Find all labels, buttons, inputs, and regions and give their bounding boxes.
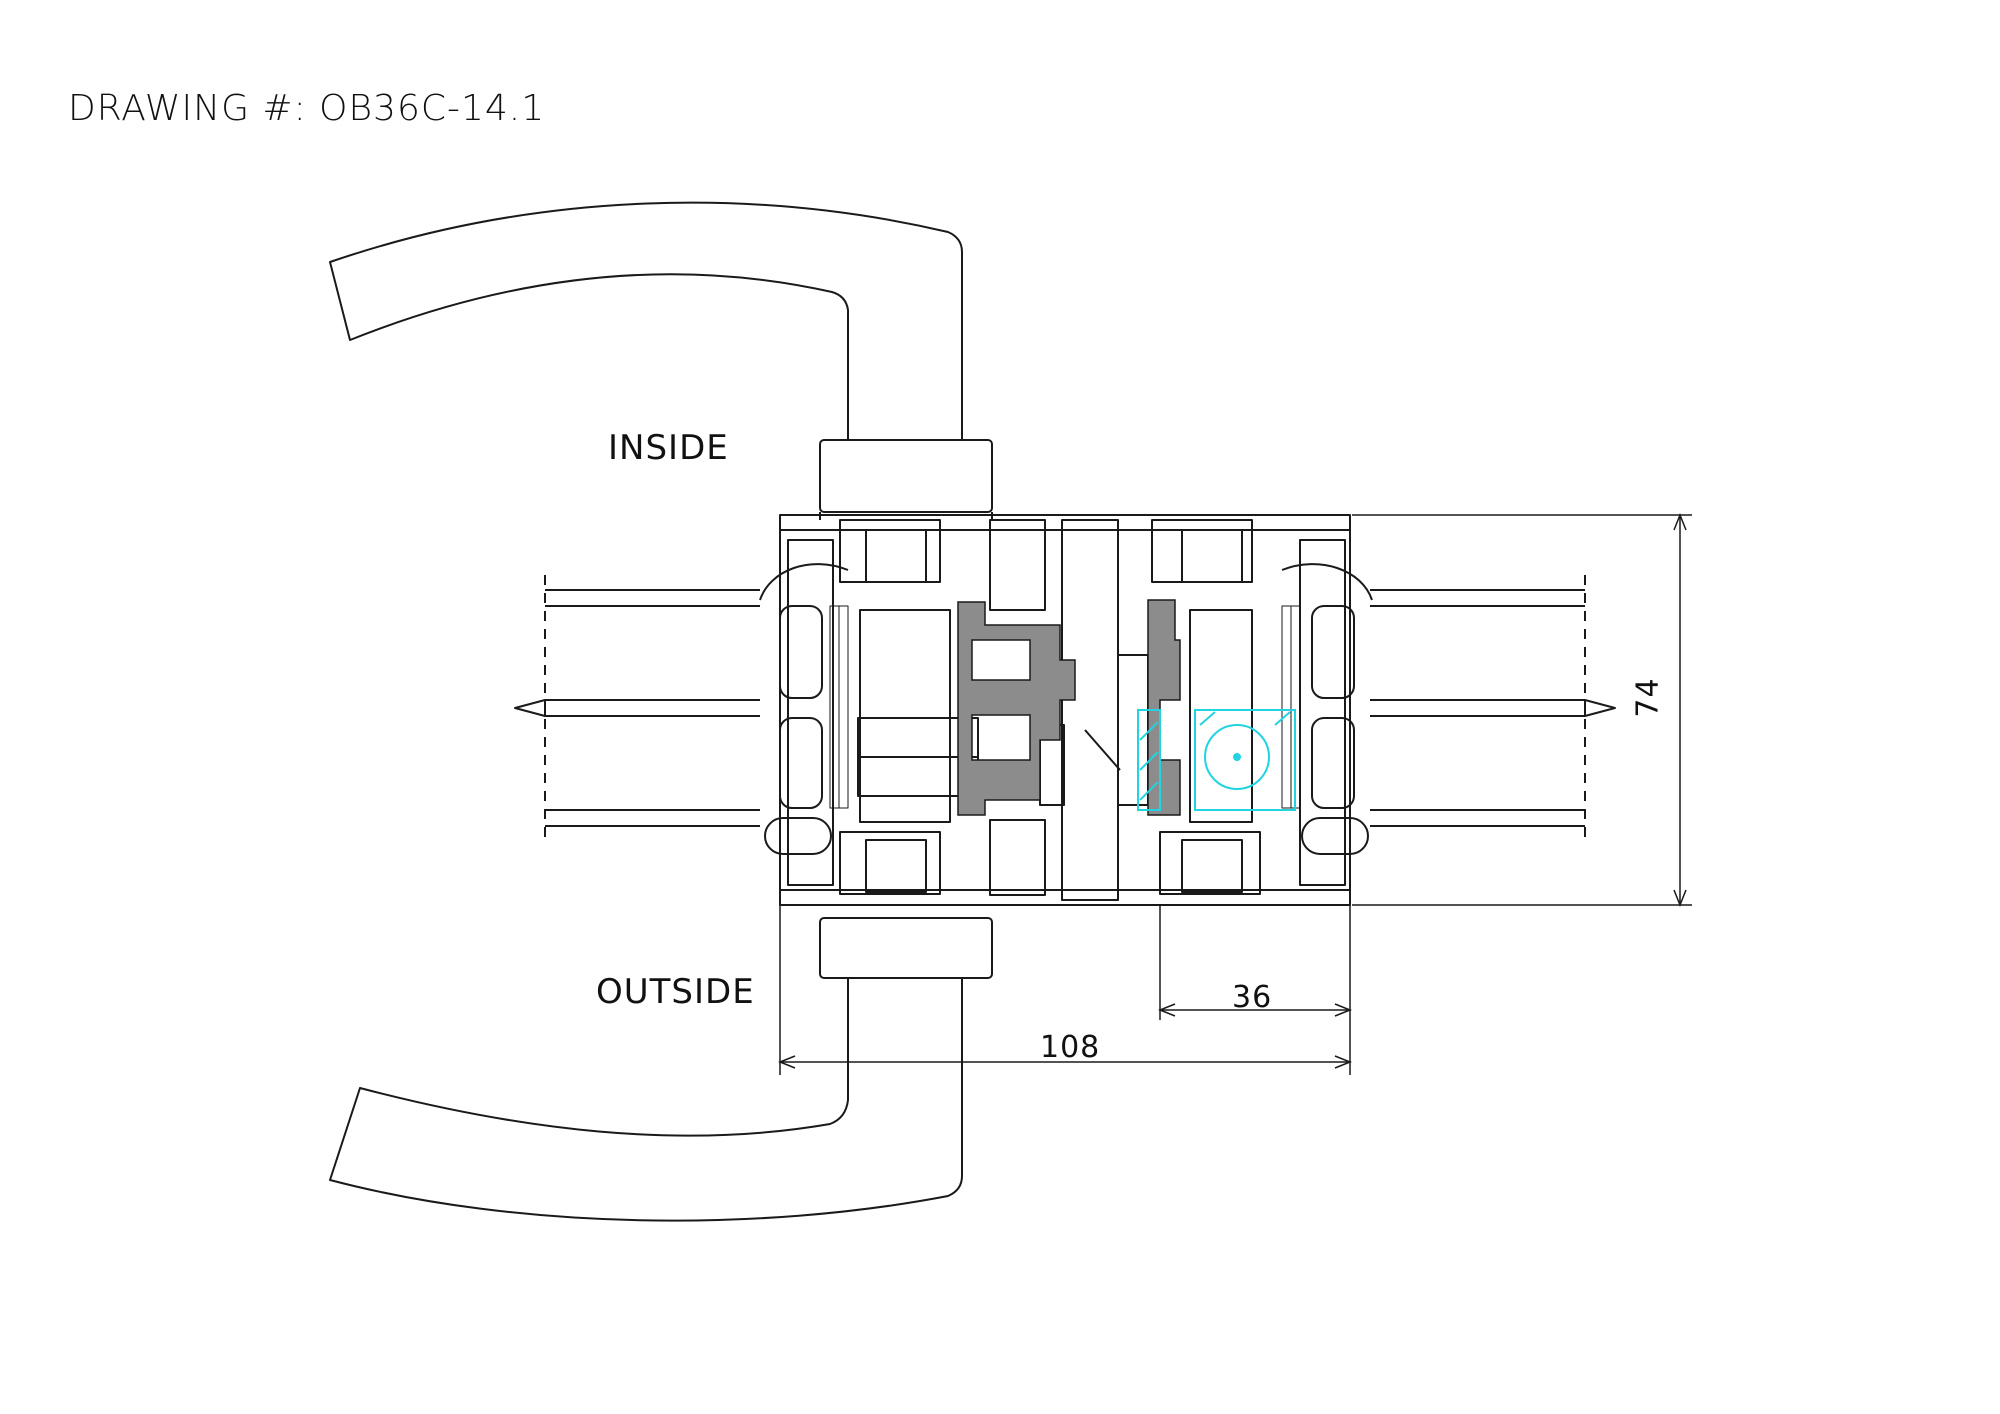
inside-label: INSIDE: [608, 428, 729, 468]
door-handle-inside-icon: [329, 201, 993, 520]
sash-width-dimension: 36: [1232, 980, 1273, 1015]
mesh-strip: [829, 605, 1301, 809]
glazing-right: [1370, 575, 1616, 840]
glazing-left: [514, 575, 760, 840]
drawing-number: DRAWING #: OB36C-14.1: [68, 88, 546, 129]
hardware-chamber: [1137, 709, 1296, 811]
gaskets-left: [759, 563, 849, 855]
outside-label: OUTSIDE: [596, 972, 755, 1012]
overall-width-dimension: 108: [1040, 1030, 1101, 1065]
gaskets-right: [1281, 563, 1373, 855]
dimension-lines: [777, 512, 1692, 1075]
thermal-break: [957, 599, 1181, 816]
door-handle-outside-icon: [329, 917, 993, 1222]
height-dimension: 74: [1630, 677, 1666, 718]
